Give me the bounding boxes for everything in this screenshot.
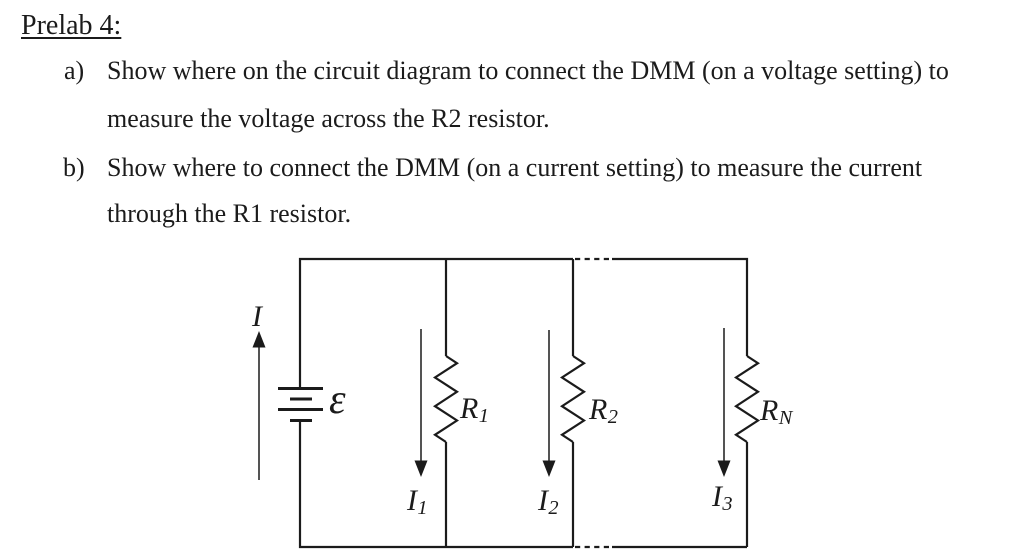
question-a-marker: a) xyxy=(64,56,85,85)
resistor-rn-label-sub: N xyxy=(778,406,793,429)
question-a-line-1: Show where on the circuit diagram to con… xyxy=(107,56,949,85)
resistor-r1-label-sub: 1 xyxy=(478,404,489,427)
emf-label: ε xyxy=(329,377,346,423)
resistor-r2-zigzag xyxy=(559,355,587,443)
wire-top-right xyxy=(612,257,749,356)
current-arrow-i2 xyxy=(542,330,556,477)
battery-symbol xyxy=(278,387,323,422)
resistor-r2-label: R2 xyxy=(589,393,618,428)
source-current-label: I xyxy=(252,300,262,333)
question-a-line-2: measure the voltage across the R2 resist… xyxy=(107,104,550,133)
resistor-r2-label-base: R xyxy=(589,393,608,426)
resistor-r2-label-sub: 2 xyxy=(607,405,618,428)
branch-current-i3-label-sub: 3 xyxy=(722,492,733,515)
current-arrow-i3 xyxy=(717,328,731,477)
wire-bottom-right xyxy=(612,442,749,549)
question-b-line-1: Show where to connect the DMM (on a curr… xyxy=(107,153,923,182)
resistor-r1-label-base: R xyxy=(460,392,479,425)
question-b-marker: b) xyxy=(63,153,85,182)
wire-left-bottom xyxy=(298,421,573,549)
resistor-r1-label: R1 xyxy=(460,392,489,427)
current-arrow-i1-head xyxy=(414,460,428,477)
branch-current-i2-label-sub: 2 xyxy=(548,496,559,519)
current-arrow-i1 xyxy=(414,329,428,477)
current-arrow-total-head xyxy=(252,331,266,348)
branch-current-i2-label-base: I xyxy=(538,484,548,517)
current-arrow-i2-head xyxy=(542,460,556,477)
branch-current-i3-label: I3 xyxy=(712,480,733,515)
resistor-rn-label-base: R xyxy=(760,394,779,427)
branch-current-i1-label-sub: 1 xyxy=(417,496,428,519)
wire-left-top xyxy=(298,257,573,388)
branch-current-i1-label-base: I xyxy=(407,484,417,517)
current-arrow-total xyxy=(252,331,266,480)
branch-current-i2-label: I2 xyxy=(538,484,559,519)
branch-current-i1-label: I1 xyxy=(407,484,428,519)
current-arrow-i3-head xyxy=(717,460,731,477)
page-title: Prelab 4: xyxy=(21,10,122,41)
question-b-line-2: through the R1 resistor. xyxy=(107,199,352,228)
branch-current-i3-label-base: I xyxy=(712,480,722,513)
resistor-rn-zigzag xyxy=(733,355,761,443)
resistor-r1-zigzag xyxy=(432,355,460,443)
resistor-rn-label: RN xyxy=(760,394,793,429)
